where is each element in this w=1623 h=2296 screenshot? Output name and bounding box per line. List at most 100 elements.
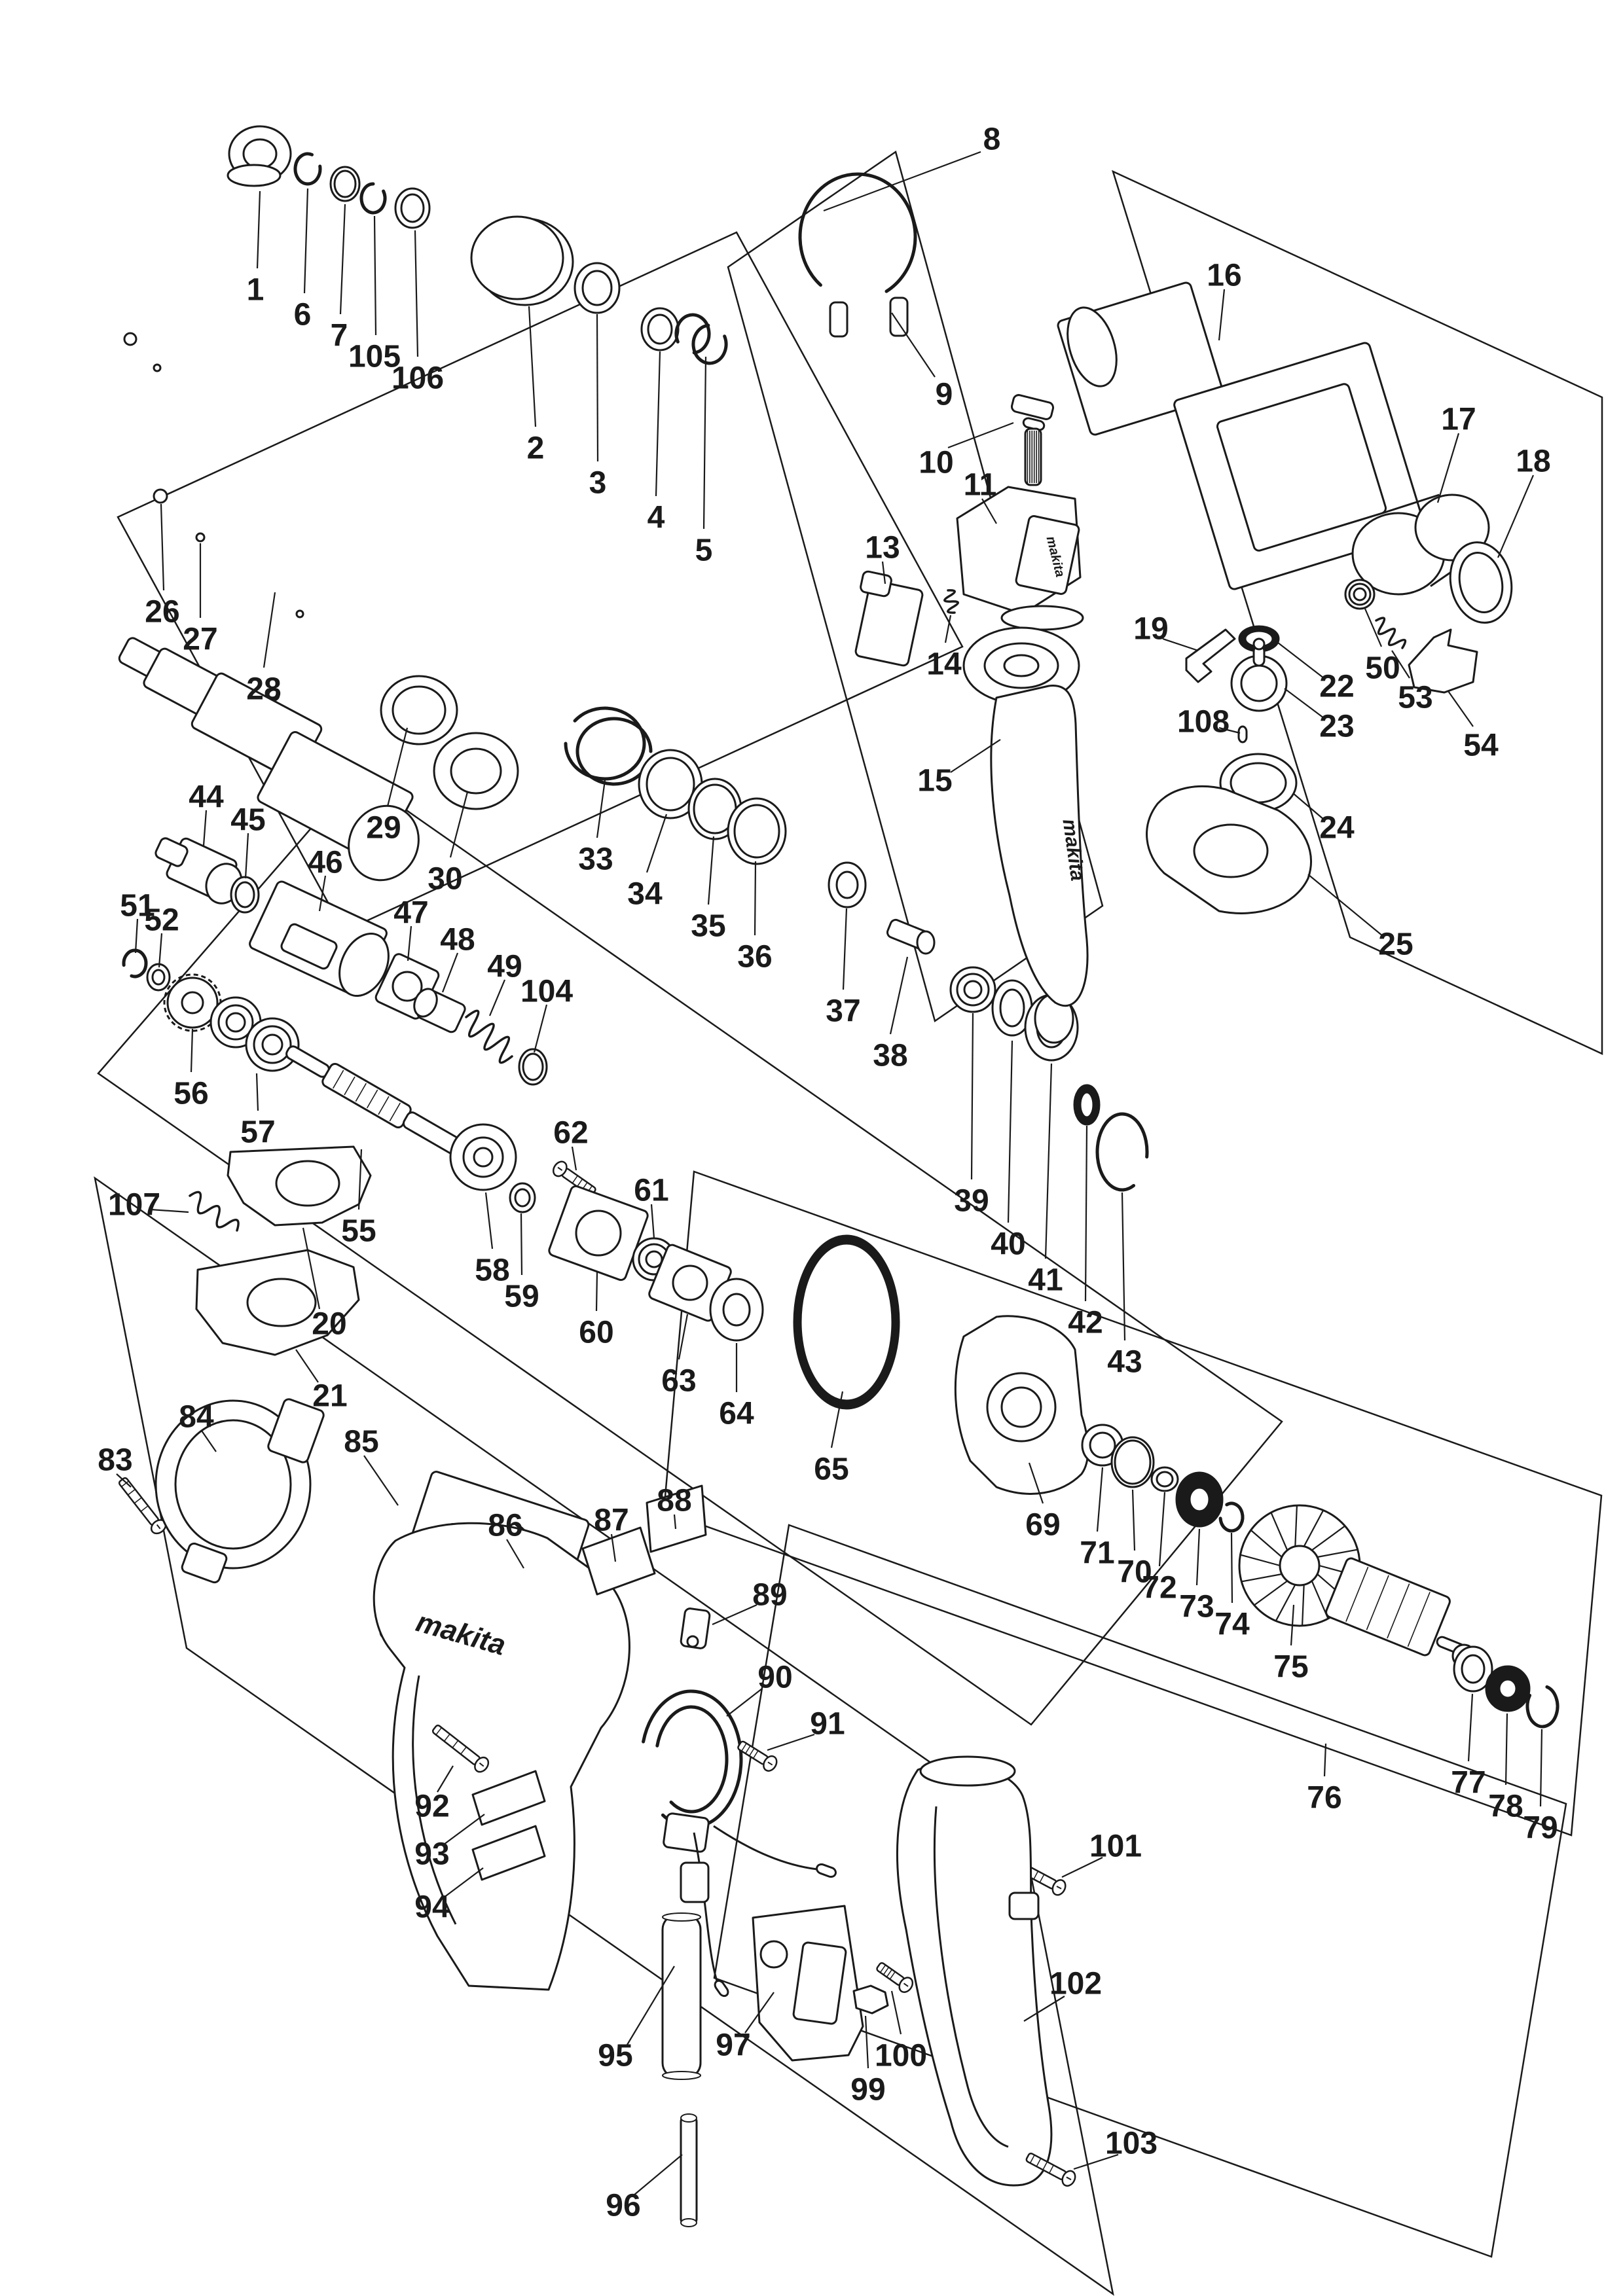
leader-line-10 <box>947 422 1014 449</box>
part-74-snap-ring <box>1218 1501 1245 1533</box>
part-label-29: 29 <box>366 811 401 846</box>
part-label-97: 97 <box>716 2028 750 2063</box>
part-label-105: 105 <box>348 340 401 374</box>
part-99-clip <box>852 1984 889 2015</box>
part-label-54: 54 <box>1463 728 1499 763</box>
leader-line-96 <box>633 2154 683 2196</box>
part-38-cap <box>916 930 936 955</box>
part-label-101: 101 <box>1089 1829 1142 1864</box>
part-107-spring <box>189 1191 240 1232</box>
part-label-34: 34 <box>627 877 663 912</box>
leader-line-79 <box>1539 1729 1543 1807</box>
part-label-56: 56 <box>173 1077 208 1111</box>
group-box-handle <box>713 1524 1567 2258</box>
part-26-steel-ball <box>153 488 168 504</box>
part-label-85: 85 <box>344 1425 378 1460</box>
part-label-6: 6 <box>294 298 312 332</box>
part-15-hub <box>1003 654 1040 677</box>
part-58-retainer <box>449 1123 517 1191</box>
part-label-49: 49 <box>487 950 522 984</box>
part-label-37: 37 <box>826 994 860 1029</box>
part-25-bore <box>1193 823 1269 878</box>
leader-line-92 <box>437 1765 454 1793</box>
leader-line-103 <box>1073 2153 1119 2170</box>
part-70-o-ring <box>1110 1436 1155 1488</box>
part-label-93: 93 <box>414 1837 449 1872</box>
leader-line-87 <box>610 1534 617 1562</box>
leader-line-77 <box>1467 1693 1474 1762</box>
part-label-100: 100 <box>875 2039 927 2073</box>
part-97-inner <box>792 1941 847 2025</box>
group-box-armature <box>663 1170 1603 1837</box>
leader-line-46 <box>318 875 327 912</box>
part-label-95: 95 <box>598 2039 632 2073</box>
part-77-washer <box>1453 1645 1493 1693</box>
leader-line-52 <box>158 933 163 968</box>
leader-line-49 <box>488 979 506 1016</box>
part-100-screw <box>876 1962 914 1993</box>
part-21-window <box>246 1278 317 1327</box>
part-102-grip-line <box>933 1806 1009 2148</box>
part-label-102: 102 <box>1049 1967 1102 2001</box>
part-102-hole <box>1008 1892 1040 1920</box>
part-28-spindle-cap <box>348 804 420 882</box>
part-label-87: 87 <box>594 1503 629 1538</box>
leader-line-8 <box>823 151 981 212</box>
part-label-89: 89 <box>752 1578 787 1613</box>
part-label-35: 35 <box>691 909 725 944</box>
part-84-tab-b <box>181 1542 228 1584</box>
part-90-wire-b <box>693 1832 719 1984</box>
part-46-slot <box>280 923 338 970</box>
part-10-bolt-head <box>1010 394 1055 420</box>
part-39-bearing <box>949 966 996 1013</box>
part-105-snap-ring <box>359 182 387 215</box>
leader-line-40 <box>1007 1040 1013 1223</box>
part-label-77: 77 <box>1451 1766 1486 1801</box>
part-label-42: 42 <box>1068 1306 1103 1340</box>
leader-line-24 <box>1292 793 1324 820</box>
part-label-17: 17 <box>1441 403 1476 437</box>
part-label-103: 103 <box>1105 2126 1158 2161</box>
leader-line-99 <box>864 2015 869 2069</box>
part-label-107: 107 <box>108 1188 160 1223</box>
part-54-bracket <box>1408 628 1478 694</box>
part-102-top <box>919 1755 1016 1787</box>
leader-line-36 <box>754 861 757 936</box>
part-14-spring <box>943 589 959 614</box>
part-label-28: 28 <box>246 672 281 707</box>
part-96-rod <box>680 2113 698 2227</box>
part-106-washer <box>394 187 431 229</box>
part-20-window <box>275 1160 340 1207</box>
part-label-7: 7 <box>331 319 348 353</box>
part-59-ring <box>509 1182 536 1213</box>
part-label-90: 90 <box>757 1660 792 1695</box>
part-label-27: 27 <box>183 622 217 657</box>
leader-line-41 <box>1044 1063 1053 1259</box>
leader-line-56 <box>190 1028 194 1073</box>
part-55-shaft-b <box>321 1062 412 1129</box>
part-88-label-plate <box>646 1484 707 1553</box>
leader-line-3 <box>596 314 599 462</box>
leader-line-93 <box>443 1814 485 1845</box>
leader-line-95 <box>627 1965 675 2045</box>
leader-line-48 <box>441 952 459 993</box>
dot-b <box>153 363 162 372</box>
part-label-44: 44 <box>189 780 224 815</box>
part-1-flange <box>227 164 282 187</box>
leader-line-51 <box>134 918 139 954</box>
part-2-chuck-rim <box>470 215 564 300</box>
leader-line-21 <box>295 1349 319 1383</box>
part-92-screw <box>431 1724 490 1773</box>
dot-a <box>123 332 137 346</box>
part-label-51: 51 <box>120 889 155 924</box>
part-label-38: 38 <box>873 1039 907 1073</box>
part-5-cone-spring-b <box>691 323 728 365</box>
leader-line-65 <box>830 1391 844 1448</box>
leader-line-94 <box>443 1867 484 1898</box>
part-label-108: 108 <box>1177 705 1230 740</box>
group-box-gear <box>97 774 1283 1726</box>
leader-line-4 <box>655 351 661 497</box>
part-label-50: 50 <box>1365 651 1400 686</box>
part-72-bushing <box>1150 1466 1179 1492</box>
